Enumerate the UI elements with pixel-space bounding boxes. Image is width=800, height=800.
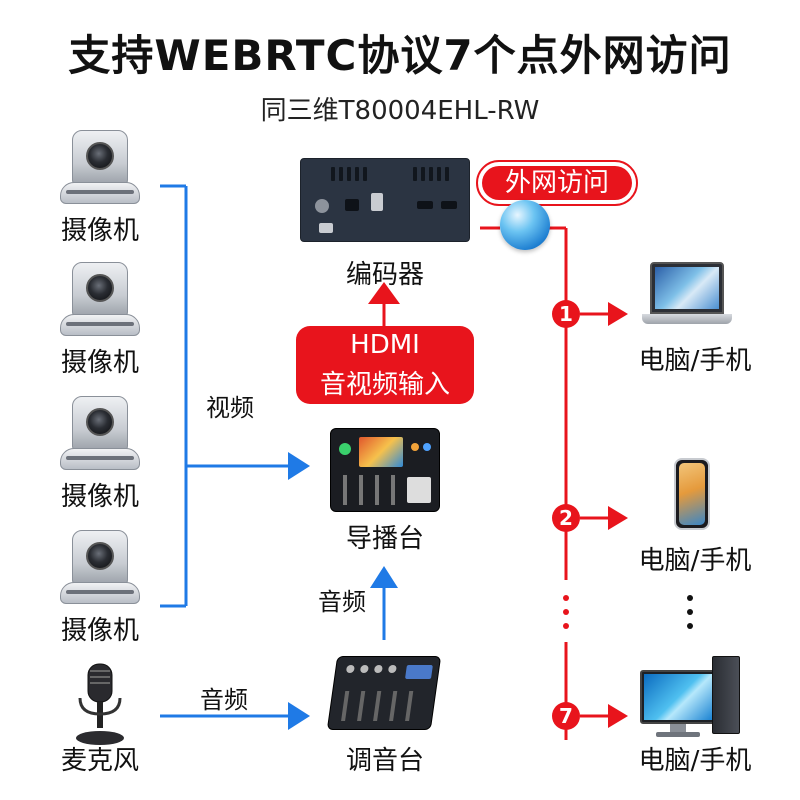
smartphone-icon — [674, 458, 710, 530]
client-badge-7: 7 — [552, 702, 580, 730]
microphone-icon — [76, 663, 124, 745]
hdmi-input-box: HDMI 音视频输入 — [296, 326, 474, 404]
camera-icon — [58, 530, 142, 606]
monitor-stand — [670, 724, 686, 734]
ellipsis-dot — [563, 595, 569, 601]
switcher-label: 导播台 — [345, 524, 424, 554]
hdmi-subtitle: 音视频输入 — [319, 370, 450, 400]
client-badge-2: 2 — [552, 504, 580, 532]
mic-arrowhead — [288, 702, 310, 730]
ellipsis-dot — [563, 609, 569, 615]
hdmi-arrowhead — [368, 282, 400, 304]
globe-icon — [500, 200, 550, 250]
client-1-arrowhead — [608, 302, 628, 326]
client-2-arrowhead — [608, 506, 628, 530]
ellipsis-dot — [687, 609, 693, 615]
client-badge-1: 1 — [552, 300, 580, 328]
camera-3-label: 摄像机 — [60, 482, 139, 512]
camera-icon — [58, 130, 142, 206]
camera-icon — [58, 396, 142, 472]
switcher-device-icon — [330, 428, 440, 512]
encoder-device-icon — [300, 158, 470, 242]
internet-access-label: 外网访问 — [482, 166, 632, 200]
ellipsis-dot — [563, 623, 569, 629]
model-subtitle: 同三维T80004EHL-RW — [260, 96, 540, 126]
internet-access-badge: 外网访问 — [476, 160, 638, 206]
client-1-label: 电脑/手机 — [638, 346, 752, 376]
audio-upper-label: 音频 — [318, 588, 366, 616]
camera-1-label: 摄像机 — [60, 216, 139, 246]
ellipsis-dot — [687, 595, 693, 601]
mixer-device-icon — [326, 656, 442, 730]
mixer-label: 调音台 — [345, 746, 424, 776]
audio-lower-label: 音频 — [200, 686, 248, 714]
camera-2-label: 摄像机 — [60, 348, 139, 378]
client-7-label: 电脑/手机 — [638, 746, 752, 776]
camera-icon — [58, 262, 142, 338]
laptop-base — [642, 314, 732, 324]
audio-up-arrowhead — [370, 566, 398, 588]
pc-tower-icon — [712, 656, 740, 734]
hdmi-title: HDMI — [350, 330, 420, 360]
monitor-foot — [656, 732, 700, 737]
desktop-monitor-icon — [640, 670, 716, 724]
encoder-label: 编码器 — [345, 260, 424, 290]
client-2-label: 电脑/手机 — [638, 546, 752, 576]
video-label: 视频 — [206, 394, 254, 422]
video-arrowhead — [288, 452, 310, 480]
ellipsis-dot — [687, 623, 693, 629]
laptop-icon — [650, 262, 724, 314]
camera-4-label: 摄像机 — [60, 616, 139, 646]
client-7-arrowhead — [608, 704, 628, 728]
page-title: 支持WEBRTC协议7个点外网访问 — [68, 31, 732, 80]
microphone-label: 麦克风 — [60, 746, 139, 776]
